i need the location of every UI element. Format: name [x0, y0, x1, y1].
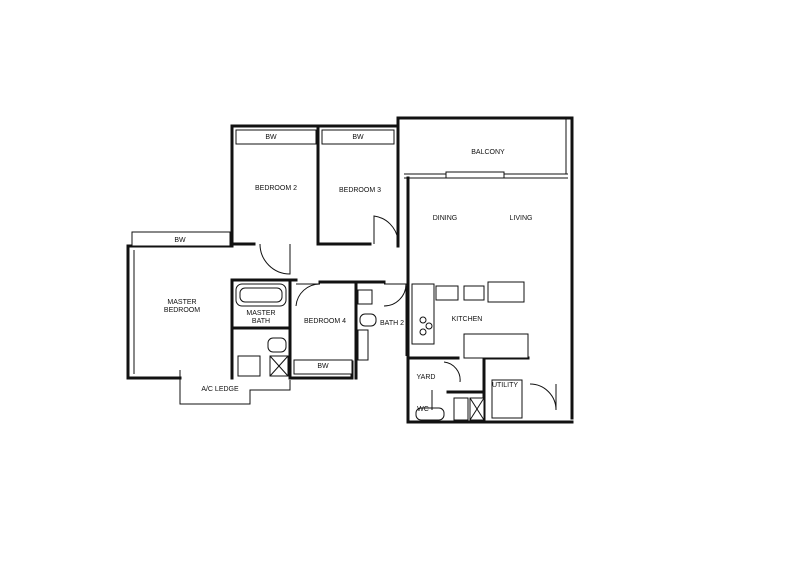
label-master-bedroom-line2: BEDROOM	[164, 307, 200, 314]
wardrobe-labels: BW BW BW BW	[174, 134, 364, 370]
room-labels: BALCONY DINING LIVING BEDROOM 2 BEDROOM …	[164, 149, 533, 413]
label-wc: WC	[417, 406, 429, 413]
label-master-bedroom-line1: MASTER	[167, 299, 196, 306]
label-bedroom-4: BEDROOM 4	[304, 318, 346, 325]
label-bw-bedroom-3: BW	[352, 134, 364, 141]
label-bedroom-3: BEDROOM 3	[339, 187, 381, 194]
wardrobes	[131, 129, 395, 375]
ac-ledge-outline	[179, 370, 291, 405]
balcony-edge	[404, 118, 568, 179]
label-bw-master: BW	[174, 237, 186, 244]
label-bw-bedroom-4: BW	[317, 363, 329, 370]
label-dining: DINING	[433, 215, 458, 222]
label-bath-2: BATH 2	[380, 320, 404, 327]
label-yard: YARD	[417, 374, 436, 381]
fixtures	[235, 281, 529, 421]
label-kitchen: KITCHEN	[452, 316, 483, 323]
label-bw-bedroom-2: BW	[265, 134, 277, 141]
interior-walls	[230, 124, 530, 424]
label-utility: UTILITY	[492, 382, 518, 389]
doors	[259, 215, 557, 411]
label-bedroom-2: BEDROOM 2	[255, 185, 297, 192]
label-balcony: BALCONY	[471, 149, 505, 156]
label-ac-ledge: A/C LEDGE	[201, 386, 239, 393]
label-master-bath-line2: BATH	[252, 318, 270, 325]
label-master-bath-line1: MASTER	[246, 310, 275, 317]
label-living: LIVING	[510, 215, 533, 222]
exterior-walls	[126, 116, 574, 424]
